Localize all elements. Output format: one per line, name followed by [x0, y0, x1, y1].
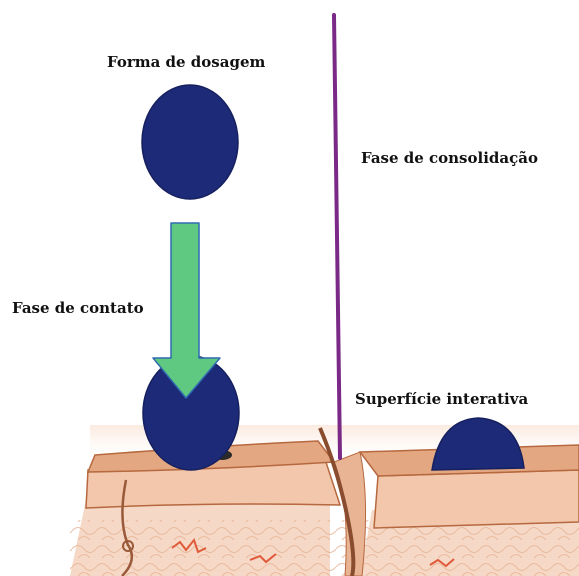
dose-form-ellipse-icon: [142, 85, 238, 199]
vertical-line-icon: [334, 15, 340, 458]
label-consolidation-phase: Fase de consolidação: [361, 151, 538, 166]
label-dosage-form: Forma de dosagem: [107, 55, 265, 70]
skin-dermis-right: [374, 470, 579, 528]
skin-cell-texture: [70, 520, 579, 576]
label-interactive-surface: Superfície interativa: [355, 392, 528, 407]
label-contact-phase: Fase de contato: [12, 301, 144, 316]
